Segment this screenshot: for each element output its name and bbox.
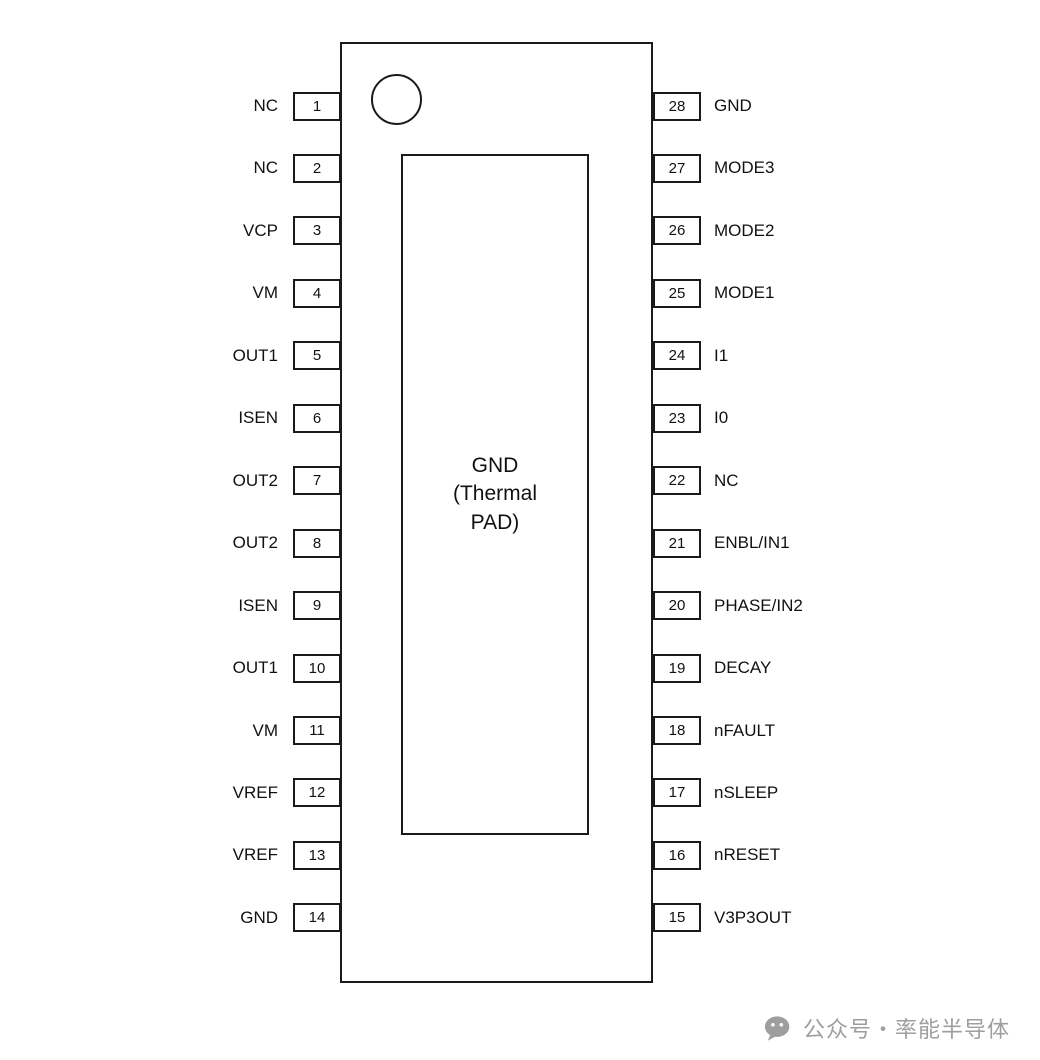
pin-label: MODE3 [714,158,775,178]
pin-label: GND [714,96,752,115]
pin-number-box: 19 [653,653,701,683]
pin-label: DECAY [714,658,772,678]
pin-row-18: 18 nFAULT [653,716,943,746]
pin-label: ISEN [238,595,278,615]
pin-row-14: GND 14 [110,903,341,933]
pin-row-21: 21 ENBL/IN1 [653,528,943,558]
pin-number-box: 26 [653,216,701,246]
pin-row-19: 19 DECAY [653,653,943,683]
pin-row-23: 23 I0 [653,403,943,433]
pin-number-box: 25 [653,278,701,308]
pin-number-box: 27 [653,153,701,183]
pin-row-24: 24 I1 [653,341,943,371]
pin-number-box: 16 [653,840,701,870]
pin-number-box: 17 [653,778,701,808]
pin-row-27: 27 MODE3 [653,153,943,183]
pin-number-box: 4 [293,278,341,308]
pin-label: VREF [232,782,278,802]
pin-row-6: ISEN 6 [110,403,341,433]
pin-label: PHASE/IN2 [714,595,803,615]
pin-label: NC [253,158,278,178]
pin-label: nRESET [714,845,781,865]
pin-row-13: VREF 13 [110,840,341,870]
thermal-pad-label: GND (Thermal PAD) [452,453,537,534]
pin-number-box: 20 [653,591,701,621]
pin-row-22: 22 NC [653,466,943,496]
pin-row-10: OUT1 10 [110,653,341,683]
pin-row-1: NC 1 [110,91,341,121]
pin-row-26: 26 MODE2 [653,216,943,246]
pin-row-25: 25 MODE1 [653,278,943,308]
pin-row-11: VM 11 [110,716,341,746]
pin-label: OUT2 [232,470,278,490]
thermal-pad: GND (Thermal PAD) [401,154,589,835]
pin-row-8: OUT2 8 [110,528,341,558]
pin-label: VREF [232,845,278,865]
pin-row-12: VREF 12 [110,778,341,808]
pin-number-box: 14 [293,903,341,933]
pin-number-box: 23 [653,403,701,433]
pin-row-4: VM 4 [110,278,341,308]
pin-number-box: 28 [653,91,701,121]
pin-number-box: 1 [293,91,341,121]
pin-label: MODE2 [714,220,775,240]
pin-label: VM [252,720,279,740]
pin-row-5: OUT1 5 [110,341,341,371]
wechat-icon [764,1015,794,1042]
pin-label: VM [252,283,279,303]
pin-row-20: 20 PHASE/IN2 [653,591,943,621]
pin-number-box: 11 [293,716,341,746]
watermark-text: 公众号・率能半导体 [802,1017,1010,1042]
pin-label: OUT1 [232,658,278,678]
pin-number-box: 18 [653,716,701,746]
pin-number-box: 9 [293,591,341,621]
pin1-indicator-circle [371,74,422,125]
pin-number-box: 2 [293,153,341,183]
pin-row-17: 17 nSLEEP [653,778,943,808]
pin-label: nSLEEP [714,782,779,802]
pin-label: OUT2 [232,533,278,553]
pin-number-box: 21 [653,528,701,558]
pin-number-box: 8 [293,528,341,558]
pin-label: nFAULT [714,720,776,740]
pin-number-box: 7 [293,466,341,496]
pin-row-7: OUT2 7 [110,466,341,496]
pin-number-box: 15 [653,903,701,933]
pin-label: ISEN [238,408,278,428]
pin-label: VCP [243,220,278,240]
pin-row-9: ISEN 9 [110,591,341,621]
right-pin-column: 28 GND 27 MODE3 26 MODE2 25 MODE1 24 I1 23 I0 22 NC 21… [653,91,943,933]
pin-label: ENBL/IN1 [714,533,790,553]
pin-row-3: VCP 3 [110,216,341,246]
pin-row-2: NC 2 [110,153,341,183]
pin-row-15: 15 V3P3OUT [653,903,943,933]
pin-label: V3P3OUT [714,907,792,927]
pin-number-box: 5 [293,341,341,371]
pin-number-box: 12 [293,778,341,808]
pin-label: NC [253,96,278,115]
pin-number-box: 10 [293,653,341,683]
watermark: 公众号・率能半导体 [764,1012,1010,1044]
pin-label: I0 [714,408,729,428]
pin-label: NC [714,470,739,490]
pin-row-28: 28 GND [653,91,943,121]
pin-row-16: 16 nRESET [653,840,943,870]
pin-number-box: 3 [293,216,341,246]
pin-number-box: 6 [293,403,341,433]
pin-label: I1 [714,345,729,365]
pin-number-box: 22 [653,466,701,496]
pin-number-box: 24 [653,341,701,371]
pin-label: OUT1 [232,345,278,365]
pin-number-box: 13 [293,840,341,870]
pin-label: MODE1 [714,283,775,303]
pin-label: GND [240,907,278,927]
